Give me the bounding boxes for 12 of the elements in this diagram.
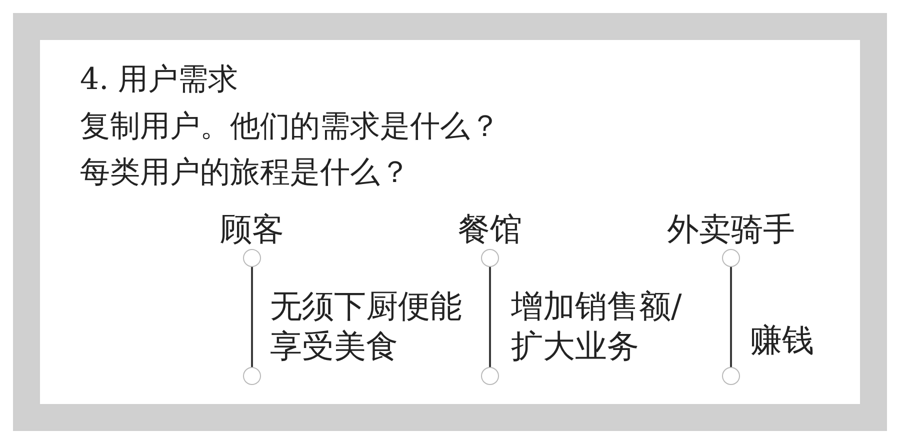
edge-label: 增加销售额/扩大业务: [511, 286, 683, 366]
role-heading: 餐馆: [458, 209, 522, 249]
question-text: 每类用户的旅程是什么？: [80, 154, 410, 192]
title: 4. 用户需求: [80, 61, 238, 99]
connector-line: [251, 267, 253, 367]
edge-label: 赚钱: [750, 320, 814, 360]
question-text: 复制用户。他们的需求是什么？: [80, 108, 500, 146]
connector-line: [489, 267, 491, 367]
role-heading: 外卖骑手: [667, 209, 795, 249]
connector-line: [730, 267, 732, 367]
role-heading: 顾客: [220, 209, 284, 249]
edge-label: 无须下厨便能享受美食: [270, 286, 463, 366]
